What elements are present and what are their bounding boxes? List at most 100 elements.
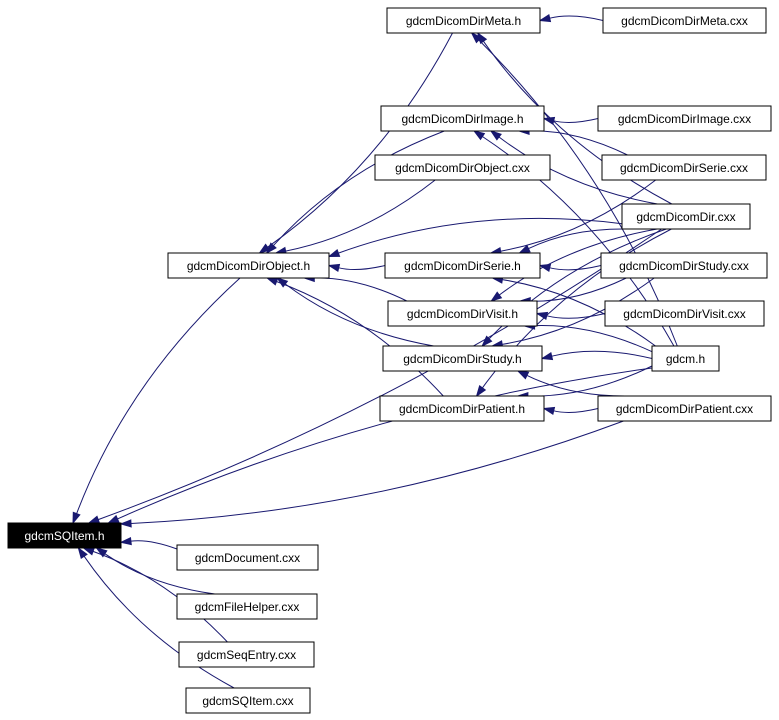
node-label: gdcmDicomDirSerie.h	[404, 259, 521, 273]
node-dicomdirserie-cxx[interactable]: gdcmDicomDirSerie.cxx	[601, 154, 767, 181]
node-sqitem-h[interactable]: gdcmSQItem.h	[7, 522, 122, 549]
node-dicomdir-cxx[interactable]: gdcmDicomDir.cxx	[621, 203, 751, 230]
edge-line	[83, 555, 235, 689]
edge-line	[338, 217, 623, 254]
node-dicomdirpatient-cxx[interactable]: gdcmDicomDirPatient.cxx	[597, 395, 772, 422]
edge-arrowhead	[538, 13, 552, 23]
edge-line	[502, 279, 656, 347]
edge-arrowhead	[475, 384, 487, 398]
node-sqitem-cxx[interactable]: gdcmSQItem.cxx	[185, 687, 311, 714]
edge-sqitem_cxx-to-sqitem_h	[77, 546, 235, 689]
edge-line	[98, 228, 662, 521]
edge-line	[546, 313, 606, 319]
edge-line	[92, 550, 228, 643]
node-dicomdirvisit-cxx[interactable]: gdcmDicomDirVisit.cxx	[604, 300, 765, 327]
edge-line	[273, 130, 445, 246]
edge-line	[549, 265, 602, 271]
edge-arrowhead	[327, 263, 341, 273]
node-label: gdcmDicomDirMeta.h	[406, 14, 521, 28]
edge-line	[284, 283, 434, 347]
node-label: gdcmDicomDirVisit.cxx	[623, 307, 745, 321]
node-dicomdirpatient-h[interactable]: gdcmDicomDirPatient.h	[379, 395, 545, 422]
edge-dicomdirpatient_cxx-to-sqitem_h	[119, 420, 624, 528]
edge-dicomdirimage_cxx-to-dicomdirimage_h	[542, 116, 599, 126]
node-label: gdcmSeqEntry.cxx	[197, 648, 296, 662]
edge-arrowhead	[265, 242, 277, 255]
node-label: gdcmSQItem.cxx	[202, 694, 293, 708]
edge-dicomdir_cxx-to-dicomdirserie_h	[518, 228, 630, 254]
edge-line	[553, 118, 599, 123]
edge-dicomdirmeta_h-to-dicomdirobject_h	[258, 32, 453, 254]
edge-arrowhead	[518, 244, 531, 254]
node-label: gdcmDicomDirObject.h	[187, 259, 310, 273]
edge-dicomdirmeta_cxx-to-dicomdirmeta_h	[538, 13, 604, 23]
node-document-cxx[interactable]: gdcmDocument.cxx	[176, 544, 319, 571]
edge-arrowhead	[470, 31, 483, 44]
node-dicomdirimage-cxx[interactable]: gdcmDicomDirImage.cxx	[597, 105, 772, 132]
node-label: gdcmSQItem.h	[24, 529, 104, 543]
edge-line	[549, 15, 604, 21]
edge-line	[276, 281, 444, 397]
edge-line	[500, 179, 657, 252]
edge-line	[478, 39, 678, 347]
edge-arrowhead	[258, 243, 271, 254]
node-dicomdirstudy-h[interactable]: gdcmDicomDirStudy.h	[382, 345, 543, 372]
edge-dicomdirobject_cxx-to-dicomdirobject_h	[274, 179, 436, 256]
edge-gdcm_h-to-sqitem_h	[107, 367, 653, 524]
edge-line	[498, 136, 658, 205]
node-label: gdcmFileHelper.cxx	[195, 600, 300, 614]
edge-arrowhead	[119, 519, 132, 528]
edge-arrowhead	[327, 248, 341, 258]
node-label: gdcmDicomDir.cxx	[636, 210, 735, 224]
edge-arrowhead	[265, 277, 279, 286]
edge-dicomdir_cxx-to-dicomdirvisit_h	[490, 228, 658, 302]
edge-document_cxx-to-sqitem_h	[119, 536, 178, 550]
edge-dicomdir_cxx-to-dicomdirimage_h	[489, 130, 658, 205]
edge-dicomdirpatient_cxx-to-dicomdirpatient_h	[542, 406, 599, 416]
edge-line	[551, 350, 653, 359]
edge-arrowhead	[77, 546, 88, 560]
edge-arrowhead	[489, 130, 502, 141]
node-dicomdirobject-cxx[interactable]: gdcmDicomDirObject.cxx	[374, 154, 551, 181]
edge-dicomdirimage_h-to-dicomdirobject_h	[265, 130, 445, 255]
edge-gdcm_h-to-dicomdirstudy_h	[540, 350, 653, 361]
edge-line	[267, 32, 453, 248]
nodes-layer: gdcmSQItem.h gdcmDicomDirMeta.h gdcmDico…	[7, 7, 772, 714]
node-label: gdcmDicomDirImage.cxx	[618, 112, 751, 126]
edge-line	[534, 324, 653, 353]
edge-dicomdirobject_h-to-sqitem_h	[72, 277, 241, 525]
node-dicomdirvisit-h[interactable]: gdcmDicomDirVisit.h	[387, 300, 538, 327]
node-label: gdcmDicomDirStudy.h	[403, 352, 521, 366]
node-dicomdirimage-h[interactable]: gdcmDicomDirImage.h	[380, 105, 545, 132]
node-dicomdirmeta-h[interactable]: gdcmDicomDirMeta.h	[386, 7, 541, 34]
edge-arrowhead	[538, 263, 552, 273]
node-dicomdirstudy-cxx[interactable]: gdcmDicomDirStudy.cxx	[600, 252, 768, 279]
node-label: gdcmDicomDirMeta.cxx	[621, 14, 748, 28]
node-label: gdcmDocument.cxx	[195, 551, 300, 565]
edge-line	[130, 420, 624, 524]
edge-gdcm_h-to-dicomdirmeta_h	[470, 31, 678, 347]
edge-arrowhead	[95, 547, 108, 558]
node-filehelper-cxx[interactable]: gdcmFileHelper.cxx	[176, 593, 318, 620]
edge-arrowhead	[542, 116, 556, 126]
edge-line	[76, 277, 241, 514]
edge-dicomdirvisit_cxx-to-dicomdirvisit_h	[535, 311, 606, 321]
edge-line	[553, 408, 599, 413]
edge-line	[130, 540, 178, 550]
edge-arrowhead	[87, 515, 101, 524]
edge-line	[285, 179, 436, 252]
node-dicomdirobject-h[interactable]: gdcmDicomDirObject.h	[167, 252, 330, 279]
edge-line	[528, 228, 630, 250]
node-dicomdirserie-h[interactable]: gdcmDicomDirSerie.h	[384, 252, 541, 279]
edge-gdcm_h-to-dicomdirvisit_h	[522, 321, 653, 353]
node-label: gdcmDicomDirPatient.cxx	[616, 402, 753, 416]
node-label: gdcm.h	[666, 352, 705, 366]
node-dicomdirmeta-cxx[interactable]: gdcmDicomDirMeta.cxx	[602, 7, 767, 34]
node-seqentry-cxx[interactable]: gdcmSeqEntry.cxx	[178, 641, 315, 668]
edge-dicomdirpatient_h-to-dicomdirobject_h	[265, 277, 444, 397]
edge-line	[530, 277, 627, 302]
node-gdcm-h[interactable]: gdcm.h	[651, 345, 720, 372]
edge-arrowhead	[119, 536, 132, 546]
edge-line	[338, 265, 386, 271]
edges-layer	[72, 13, 678, 689]
